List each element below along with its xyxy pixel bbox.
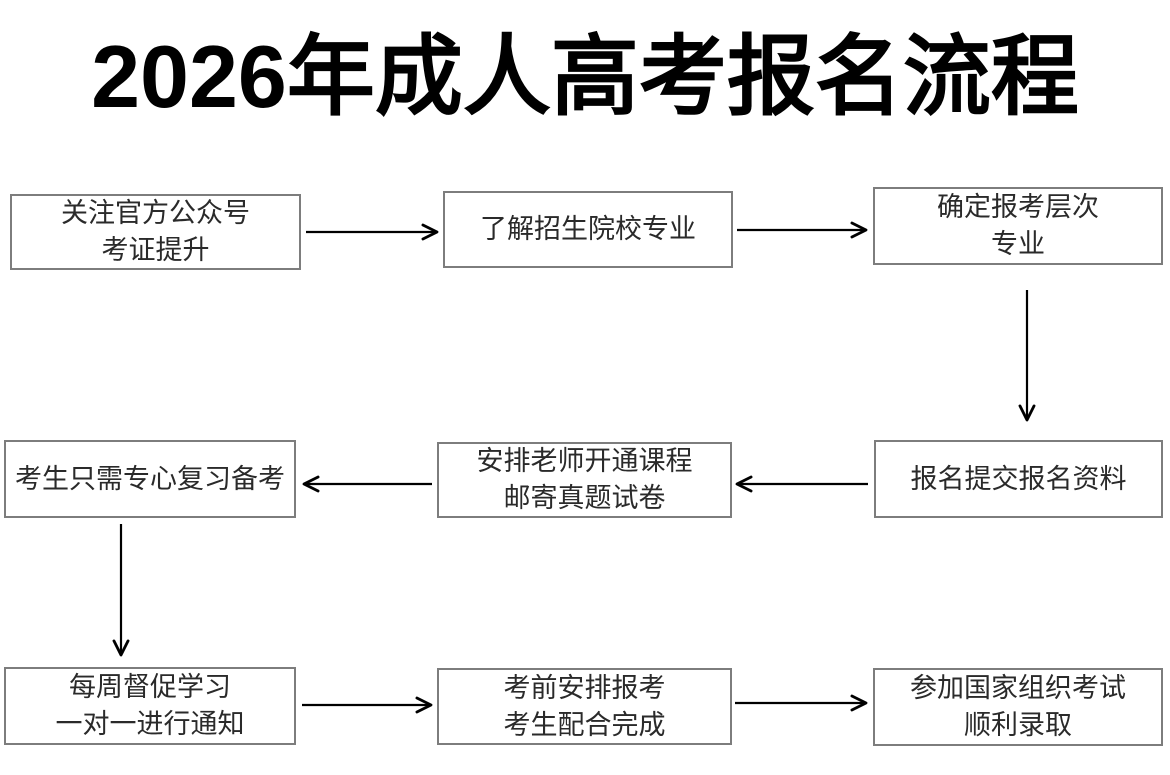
step-box-weekly-supervision: 每周督促学习 一对一进行通知 <box>4 667 296 745</box>
step-text-line: 每周督促学习 <box>69 672 231 702</box>
step-text-line: 安排老师开通课程 <box>476 446 693 476</box>
step-text-line: 一对一进行通知 <box>55 709 245 739</box>
step-text-line: 考前安排报考 <box>503 672 666 703</box>
step-text-line: 参加国家组织考试 <box>910 673 1126 703</box>
step-text-line: 考生只需专心复习备考 <box>15 463 285 494</box>
step-text-line: 顺利录取 <box>964 710 1072 740</box>
step-text-line: 确定报考层次 <box>937 192 1099 222</box>
step-text-line: 考生配合完成 <box>503 709 666 740</box>
step-box-submit-registration: 报名提交报名资料 <box>874 440 1163 518</box>
step-box-focus-on-review: 考生只需专心复习备考 <box>4 440 296 518</box>
step-box-national-exam-admission: 参加国家组织考试 顺利录取 <box>873 668 1163 746</box>
step-text-line: 专业 <box>991 229 1045 259</box>
step-box-confirm-level-major: 确定报考层次 专业 <box>873 187 1163 265</box>
step-text-line: 关注官方公众号 <box>61 198 250 228</box>
step-box-pre-exam-arrangement: 考前安排报考 考生配合完成 <box>437 668 732 745</box>
step-text-line: 考证提升 <box>101 235 210 265</box>
step-text-line: 了解招生院校专业 <box>480 214 696 244</box>
step-box-teacher-course-materials: 安排老师开通课程 邮寄真题试卷 <box>437 442 732 518</box>
step-box-learn-college-majors: 了解招生院校专业 <box>443 191 733 268</box>
step-text-line: 邮寄真题试卷 <box>503 483 666 513</box>
step-text-line: 报名提交报名资料 <box>910 463 1127 494</box>
page-title: 2026年成人高考报名流程 <box>91 27 1079 126</box>
step-box-follow-official-account: 关注官方公众号 考证提升 <box>10 194 301 270</box>
